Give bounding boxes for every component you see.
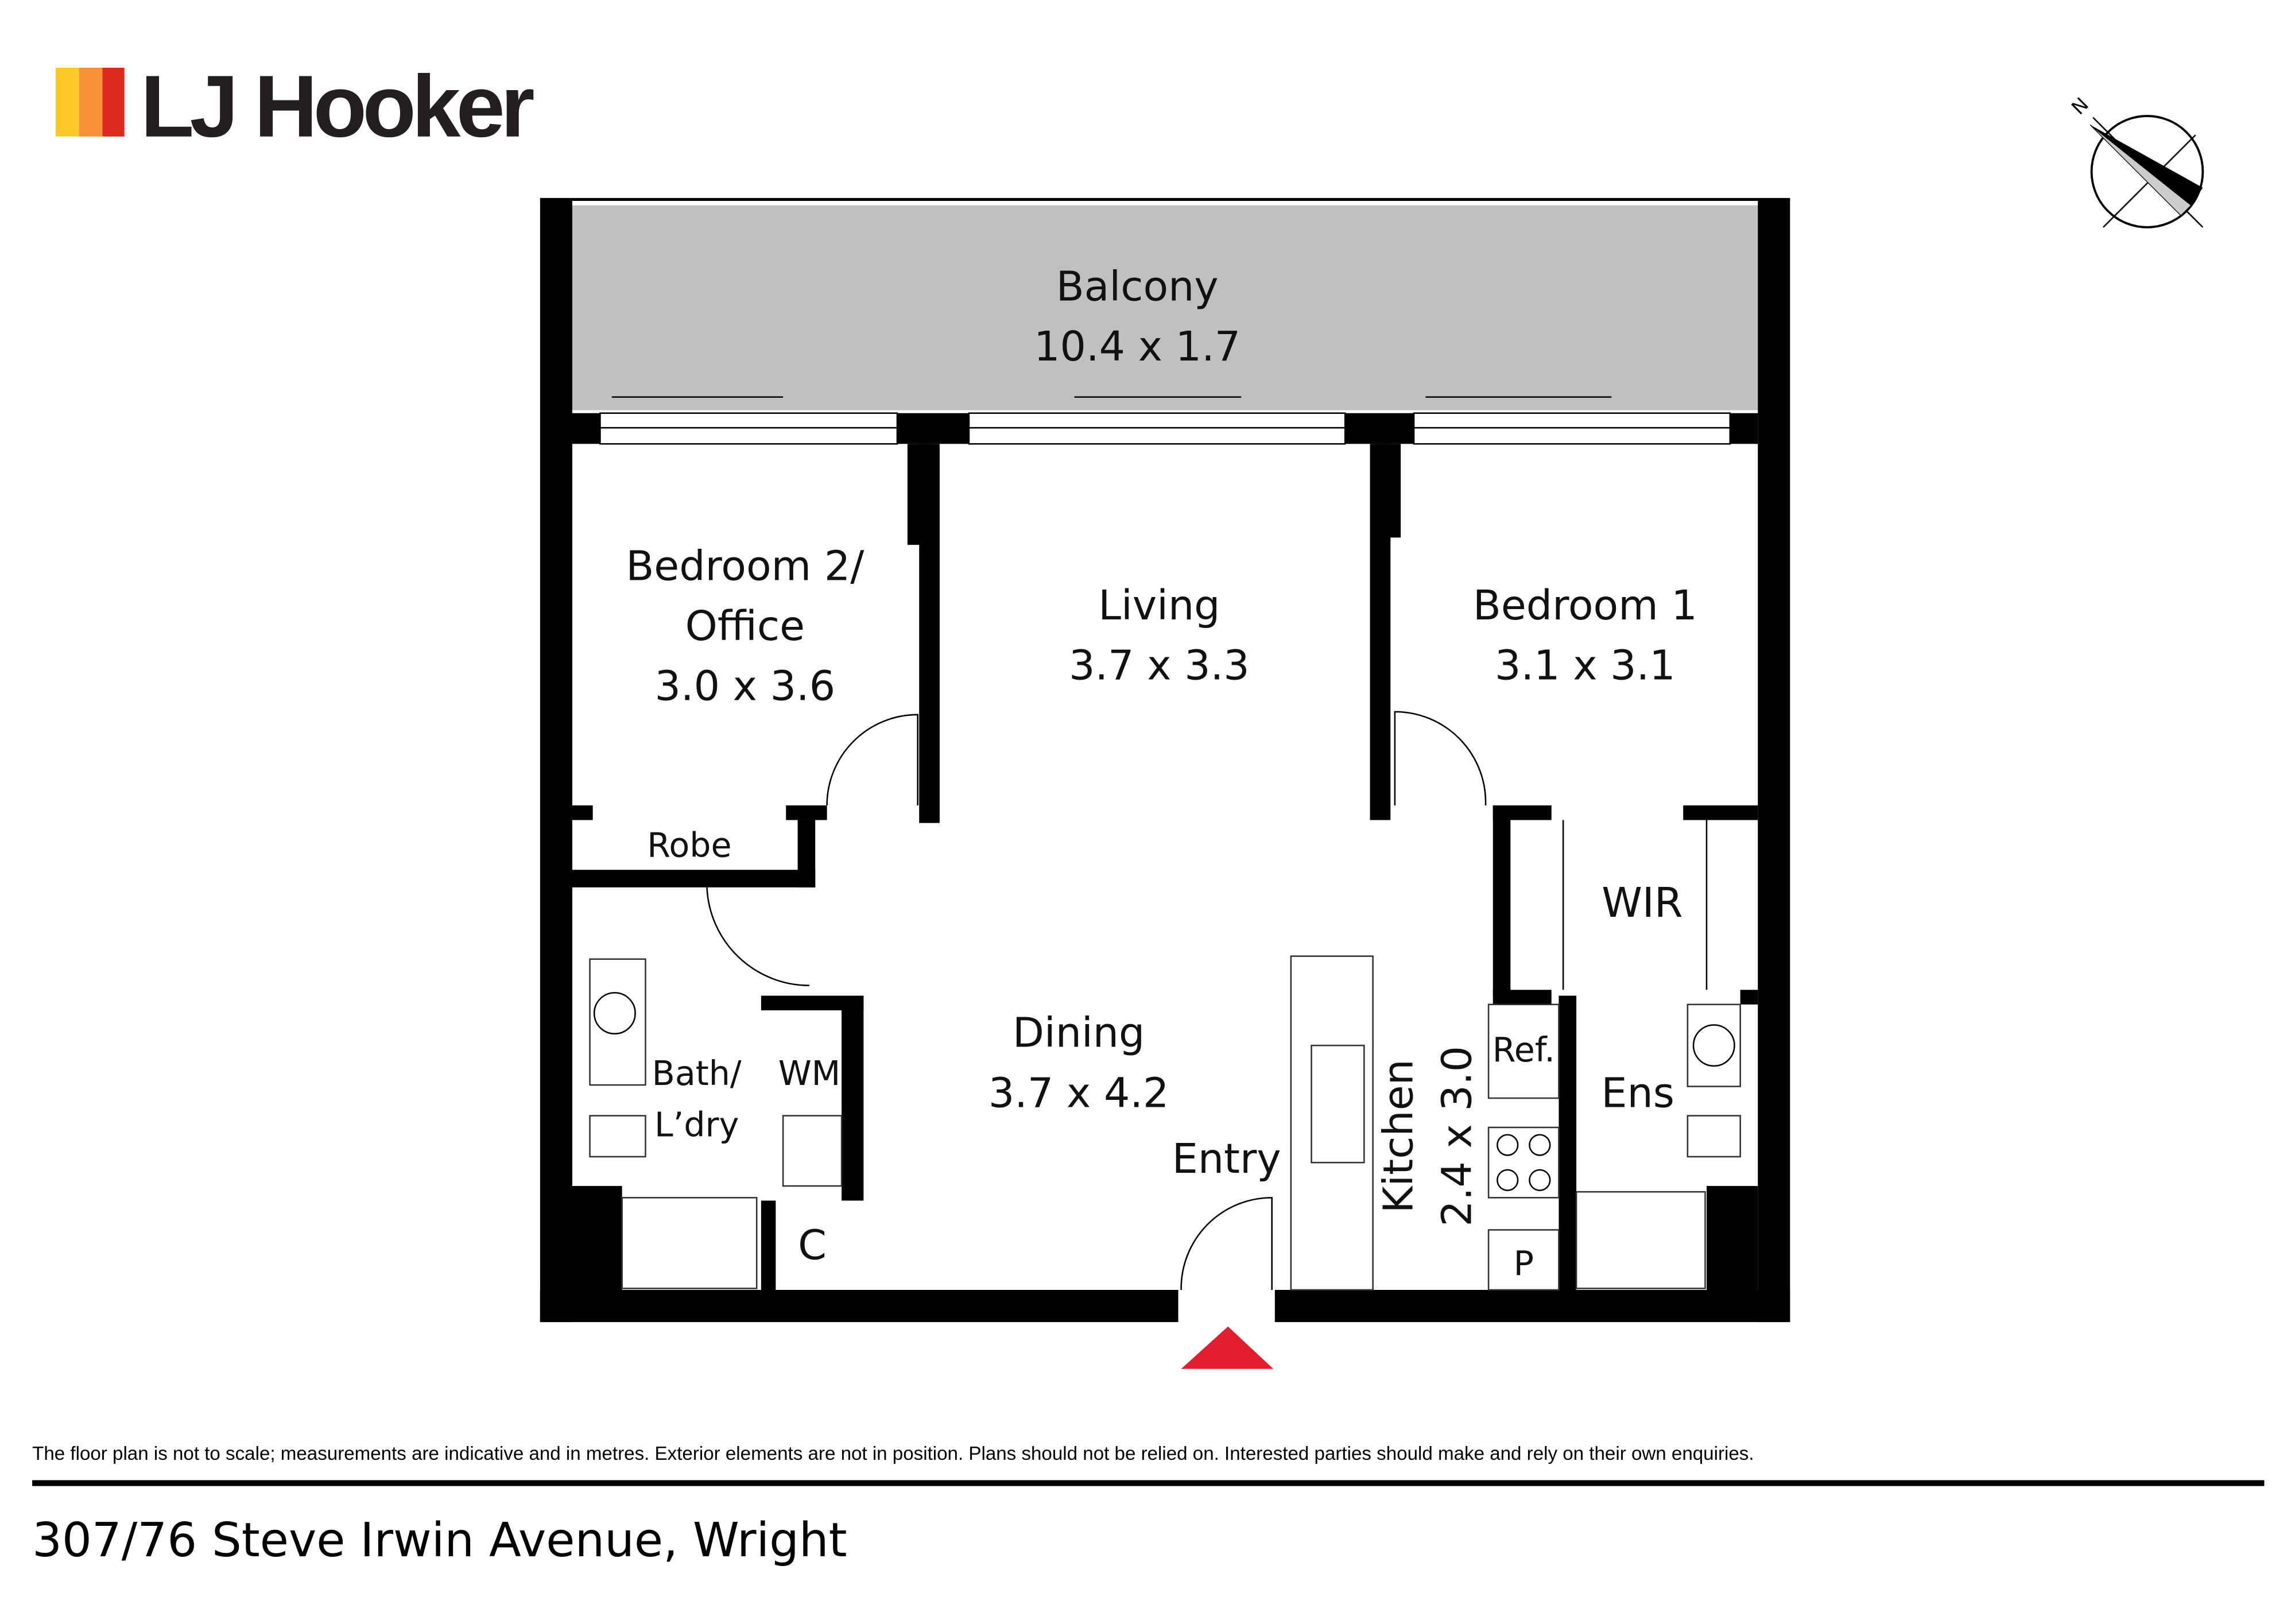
bedroom1-size: 3.1 x 3.1 (1495, 642, 1676, 689)
logo-bar-red (102, 67, 125, 137)
kitchen-size: 2.4 x 3.0 (1433, 1046, 1480, 1227)
ref-label: Ref. (1492, 1030, 1555, 1069)
cupboard-label: C (798, 1221, 827, 1269)
bedroom2-label: Bedroom 2/ (626, 542, 864, 590)
bedroom2-label-line2: Office (685, 602, 805, 650)
lj-hooker-logo: LJ Hooker (55, 58, 538, 156)
bedroom2-size: 3.0 x 3.6 (654, 662, 835, 710)
wm-label: WM (778, 1054, 841, 1093)
living-label: Living (1098, 582, 1220, 629)
compass-north-label: N (2067, 93, 2093, 119)
ens-label: Ens (1601, 1069, 1674, 1117)
logo-bar-yellow (55, 67, 79, 137)
bath-label: Bath/ (652, 1054, 742, 1093)
entry-label: Entry (1172, 1135, 1281, 1183)
logo-bar-orange (79, 67, 103, 137)
property-address: 307/76 Steve Irwin Avenue, Wright (32, 1513, 847, 1568)
exterior-walls (540, 199, 1790, 1323)
logo-text: LJ Hooker (141, 58, 534, 156)
north-compass-icon: N (2067, 93, 2204, 228)
balcony-size: 10.4 x 1.7 (1034, 323, 1240, 370)
kitchen-label: Kitchen (1375, 1059, 1422, 1213)
windows (599, 396, 1731, 445)
interior-walls (572, 444, 1758, 1290)
footer-divider (32, 1480, 2265, 1486)
laundry-label: L’dry (654, 1105, 739, 1144)
disclaimer-text: The floor plan is not to scale; measurem… (32, 1443, 1754, 1464)
wir-label: WIR (1602, 879, 1683, 927)
balcony-label: Balcony (1056, 262, 1219, 310)
entry-marker-icon (1181, 1326, 1274, 1369)
robe-label: Robe (647, 825, 731, 865)
doors-fixtures (589, 711, 1741, 1291)
dining-size: 3.7 x 4.2 (988, 1069, 1169, 1117)
dining-label: Dining (1013, 1009, 1145, 1057)
living-size: 3.7 x 3.3 (1069, 642, 1250, 689)
balcony-area (572, 205, 1758, 410)
bedroom1-label: Bedroom 1 (1473, 582, 1697, 629)
pantry-label: P (1514, 1244, 1534, 1283)
